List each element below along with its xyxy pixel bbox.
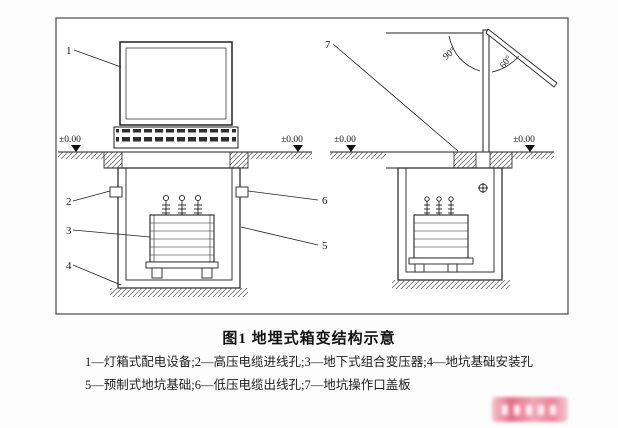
elevation-marker-right-inner: ±0.00 xyxy=(334,135,356,152)
vent-hole-symbol xyxy=(478,183,488,193)
right-section-view: 90° 60° xyxy=(386,28,558,289)
elevation-label: ±0.00 xyxy=(281,135,303,145)
watermark-streaks xyxy=(502,405,558,415)
lightbox-cabinet xyxy=(119,41,233,126)
soil-hatch-right xyxy=(392,280,510,289)
legend-line-2: 5—预制式地坑基础;6—低压电缆出线孔;7—地坑操作口盖板 xyxy=(85,378,411,392)
soil-hatch-left xyxy=(110,288,248,297)
figure-caption: 图1 地埋式箱变结构示意 xyxy=(222,331,396,347)
opening-frame-left xyxy=(453,151,477,169)
vent-slats xyxy=(116,129,236,146)
callout-6: 6 xyxy=(322,195,328,207)
figure-legend: 1—灯箱式配电设备;2—高压电缆进线孔;3—地下式组合变压器;4—地坑基础安装孔… xyxy=(0,351,618,397)
elevation-triangle-icon xyxy=(346,145,356,152)
callout-leaders xyxy=(72,43,459,286)
elevation-label: ±0.00 xyxy=(59,135,81,145)
elevation-triangle-icon xyxy=(71,145,81,152)
transformer-body-right xyxy=(413,214,469,259)
angle-arc-60 xyxy=(491,55,520,73)
hv-cable-inlet-hole xyxy=(109,186,123,198)
watermark-stamp xyxy=(492,397,568,422)
callout-1: 1 xyxy=(66,45,72,57)
angle-arc-90 xyxy=(448,35,481,72)
lv-cable-outlet-hole xyxy=(235,186,249,198)
cover-open-90 xyxy=(482,29,490,153)
callout-7: 7 xyxy=(325,39,331,51)
elevation-triangle-icon xyxy=(293,145,303,152)
cover-open-60 xyxy=(485,28,558,88)
transformer-left xyxy=(145,194,219,279)
callout-3: 3 xyxy=(66,225,72,237)
elevation-marker-right-outer: ±0.00 xyxy=(513,135,535,152)
structure-diagram: ±0.00 ±0.00 ±0.00 ±0.00 xyxy=(55,17,569,315)
callout-2: 2 xyxy=(66,196,72,208)
foundation-block-left xyxy=(103,151,123,169)
callout-4: 4 xyxy=(66,260,72,272)
opening-frame-right xyxy=(489,151,513,169)
pit-inner-wall xyxy=(125,167,233,281)
lightbox-panel xyxy=(125,47,227,120)
elevation-label: ±0.00 xyxy=(513,135,535,145)
left-section-view xyxy=(103,41,249,297)
elevation-marker-left-inner: ±0.00 xyxy=(281,135,303,152)
callout-5: 5 xyxy=(322,240,328,252)
foundation-block-right xyxy=(229,151,249,169)
ground-hatch xyxy=(58,152,554,159)
transformer-right xyxy=(408,196,474,273)
transformer-base xyxy=(145,261,219,269)
elevation-triangle-icon xyxy=(525,145,535,152)
legend-line-1: 1—灯箱式配电设备;2—高压电缆进线孔;3—地下式组合变压器;4—地坑基础安装孔 xyxy=(85,355,533,369)
elevation-marker-left-outer: ±0.00 xyxy=(59,135,81,152)
elevation-label: ±0.00 xyxy=(334,135,356,145)
